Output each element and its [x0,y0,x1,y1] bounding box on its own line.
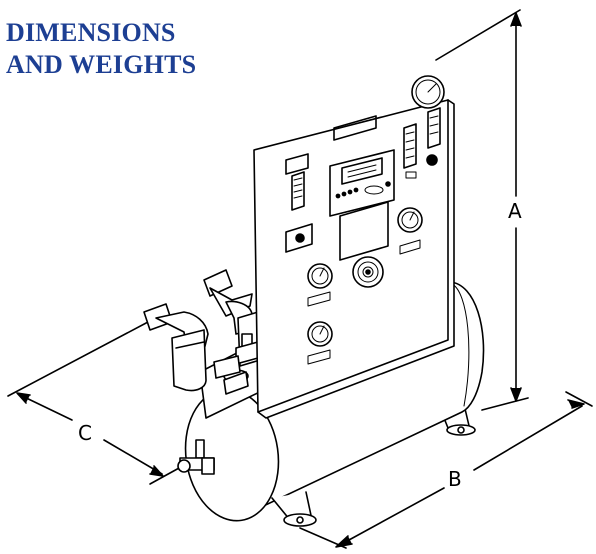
dimension-c: C [7,321,191,485]
dimension-b-label: B [448,467,462,491]
page-title: DIMENSIONS AND WEIGHTS [6,17,196,81]
dimension-b: B [299,391,593,549]
title-line-1: DIMENSIONS [6,18,176,47]
pressure-gauge-icon [307,263,333,307]
pressure-gauge-icon [307,321,333,365]
dimension-a-label: A [508,199,522,223]
filter-piping [143,269,269,419]
flow-meter-icon [291,171,305,211]
alarm-horn-icon [352,256,384,288]
controller-display-icon [329,149,395,217]
pressure-gauge-icon [397,207,423,255]
control-panel [253,75,455,419]
flow-meter-icon [427,107,441,149]
switch-icon [285,223,313,253]
dimension-c-label: C [78,421,92,445]
dimension-a: A [435,9,529,411]
title-line-2: AND WEIGHTS [6,50,197,79]
flow-meter-icon [403,123,417,169]
indicator-lamp-icon [426,154,438,166]
